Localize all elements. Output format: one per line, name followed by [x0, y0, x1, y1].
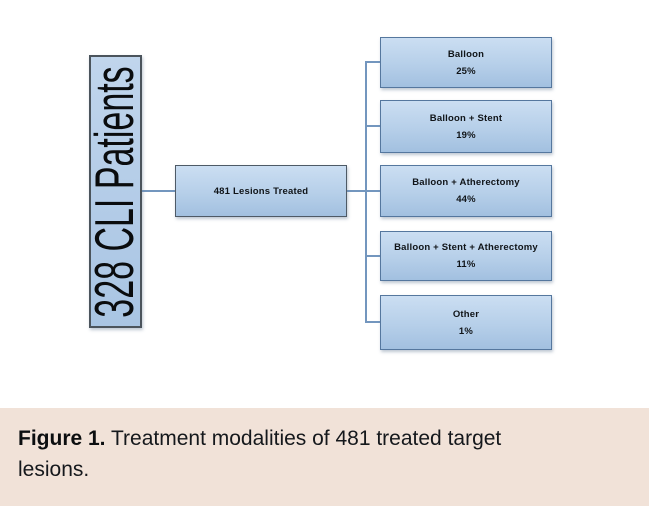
figure-caption-number: Figure 1. — [18, 427, 106, 450]
connector-branch-4 — [365, 255, 381, 257]
flowchart-canvas: 328 CLI Patients 481 Lesions Treated Bal… — [83, 37, 552, 350]
branch-label: Balloon — [447, 48, 485, 60]
branch-box-balloon-stent: Balloon + Stent 19% — [380, 100, 552, 153]
branch-box-balloon-stent-atherectomy: Balloon + Stent + Atherectomy 11% — [380, 231, 552, 281]
connector-branch-2 — [365, 125, 381, 127]
branch-box-balloon-atherectomy: Balloon + Atherectomy 44% — [380, 165, 552, 217]
branch-percent: 25% — [456, 65, 476, 77]
connector-branch-1 — [365, 61, 381, 63]
branch-box-balloon: Balloon 25% — [380, 37, 552, 88]
branch-label: Balloon + Stent + Atherectomy — [394, 242, 538, 253]
branch-percent: 1% — [458, 325, 474, 337]
root-node-label: 328 CLI Patients — [83, 65, 146, 318]
root-node-box: 328 CLI Patients — [84, 55, 145, 328]
connector-branch-5 — [365, 321, 381, 323]
middle-node-box: 481 Lesions Treated — [175, 165, 347, 217]
caption-band: Figure 1. Treatment modalities of 481 tr… — [0, 408, 649, 506]
branch-percent: 19% — [456, 129, 476, 141]
branch-percent: 44% — [456, 194, 476, 205]
figure-caption: Figure 1. Treatment modalities of 481 tr… — [18, 423, 523, 485]
connector-trunk-line — [365, 61, 367, 322]
branch-label: Other — [452, 308, 480, 320]
branch-percent: 11% — [456, 259, 476, 270]
branch-label: Balloon + Atherectomy — [412, 177, 520, 188]
branch-box-other: Other 1% — [380, 295, 552, 350]
branch-label: Balloon + Stent — [429, 112, 503, 124]
connector-middle-to-trunk — [347, 190, 381, 192]
connector-root-to-middle — [142, 190, 175, 192]
middle-node-label: 481 Lesions Treated — [213, 185, 309, 197]
figure-caption-text: Treatment modalities of 481 treated targ… — [18, 427, 502, 481]
